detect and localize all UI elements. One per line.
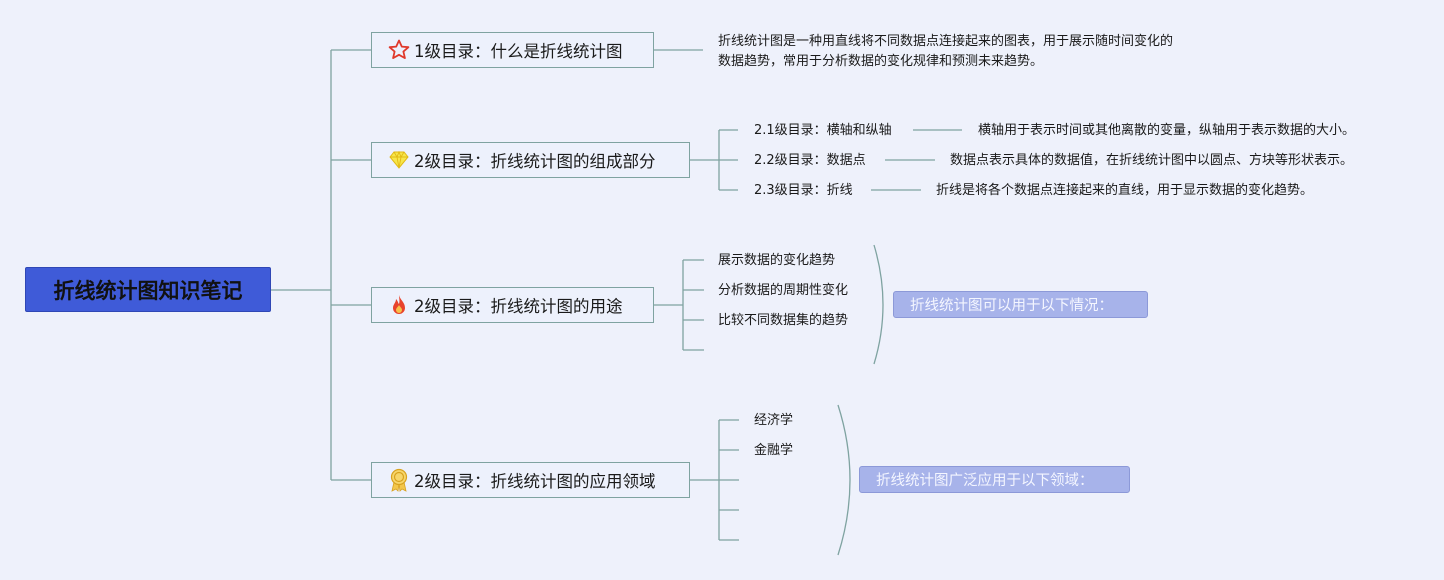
branch-uses[interactable]: 2级目录：折线统计图的用途	[371, 287, 654, 323]
branch-label: 1级目录：什么是折线统计图	[414, 42, 623, 61]
branch-components[interactable]: 2级目录：折线统计图的组成部分	[371, 142, 690, 178]
sub-topic-axes[interactable]: 2.1级目录：横轴和纵轴	[754, 123, 892, 138]
field-item[interactable]: 金融学	[754, 443, 794, 458]
root-topic[interactable]: 折线统计图知识笔记	[25, 267, 271, 312]
summary-fields[interactable]: 折线统计图广泛应用于以下领域：	[859, 466, 1130, 493]
fire-icon	[386, 293, 412, 317]
diamond-icon	[386, 148, 412, 172]
field-item[interactable]: 经济学	[754, 413, 794, 428]
branch-label: 2级目录：折线统计图的组成部分	[414, 152, 656, 171]
branch-application-fields[interactable]: 2级目录：折线统计图的应用领域	[371, 462, 690, 498]
star-icon	[386, 38, 412, 62]
detail-polyline[interactable]: 折线是将各个数据点连接起来的直线，用于显示数据的变化趋势。	[936, 183, 1314, 198]
use-item[interactable]: 分析数据的周期性变化	[718, 283, 849, 298]
branch-what-is-line-chart[interactable]: 1级目录：什么是折线统计图	[371, 32, 654, 68]
sub-topic-polyline[interactable]: 2.3级目录：折线	[754, 183, 853, 198]
detail-data-points[interactable]: 数据点表示具体的数据值，在折线统计图中以圆点、方块等形状表示。	[950, 153, 1354, 168]
branch-label: 2级目录：折线统计图的用途	[414, 297, 623, 316]
detail-axes[interactable]: 横轴用于表示时间或其他离散的变量，纵轴用于表示数据的大小。	[978, 123, 1356, 138]
sub-topic-data-points[interactable]: 2.2级目录：数据点	[754, 153, 866, 168]
definition-line-2: 数据趋势，常用于分析数据的变化规律和预测未来趋势。	[718, 54, 1044, 69]
use-item[interactable]: 展示数据的变化趋势	[718, 253, 836, 268]
use-item[interactable]: 比较不同数据集的趋势	[718, 313, 849, 328]
definition-line-1: 折线统计图是一种用直线将不同数据点连接起来的图表，用于展示随时间变化的	[718, 34, 1174, 49]
branch-label: 2级目录：折线统计图的应用领域	[414, 472, 656, 491]
award-icon	[386, 468, 412, 492]
summary-uses[interactable]: 折线统计图可以用于以下情况：	[893, 291, 1148, 318]
